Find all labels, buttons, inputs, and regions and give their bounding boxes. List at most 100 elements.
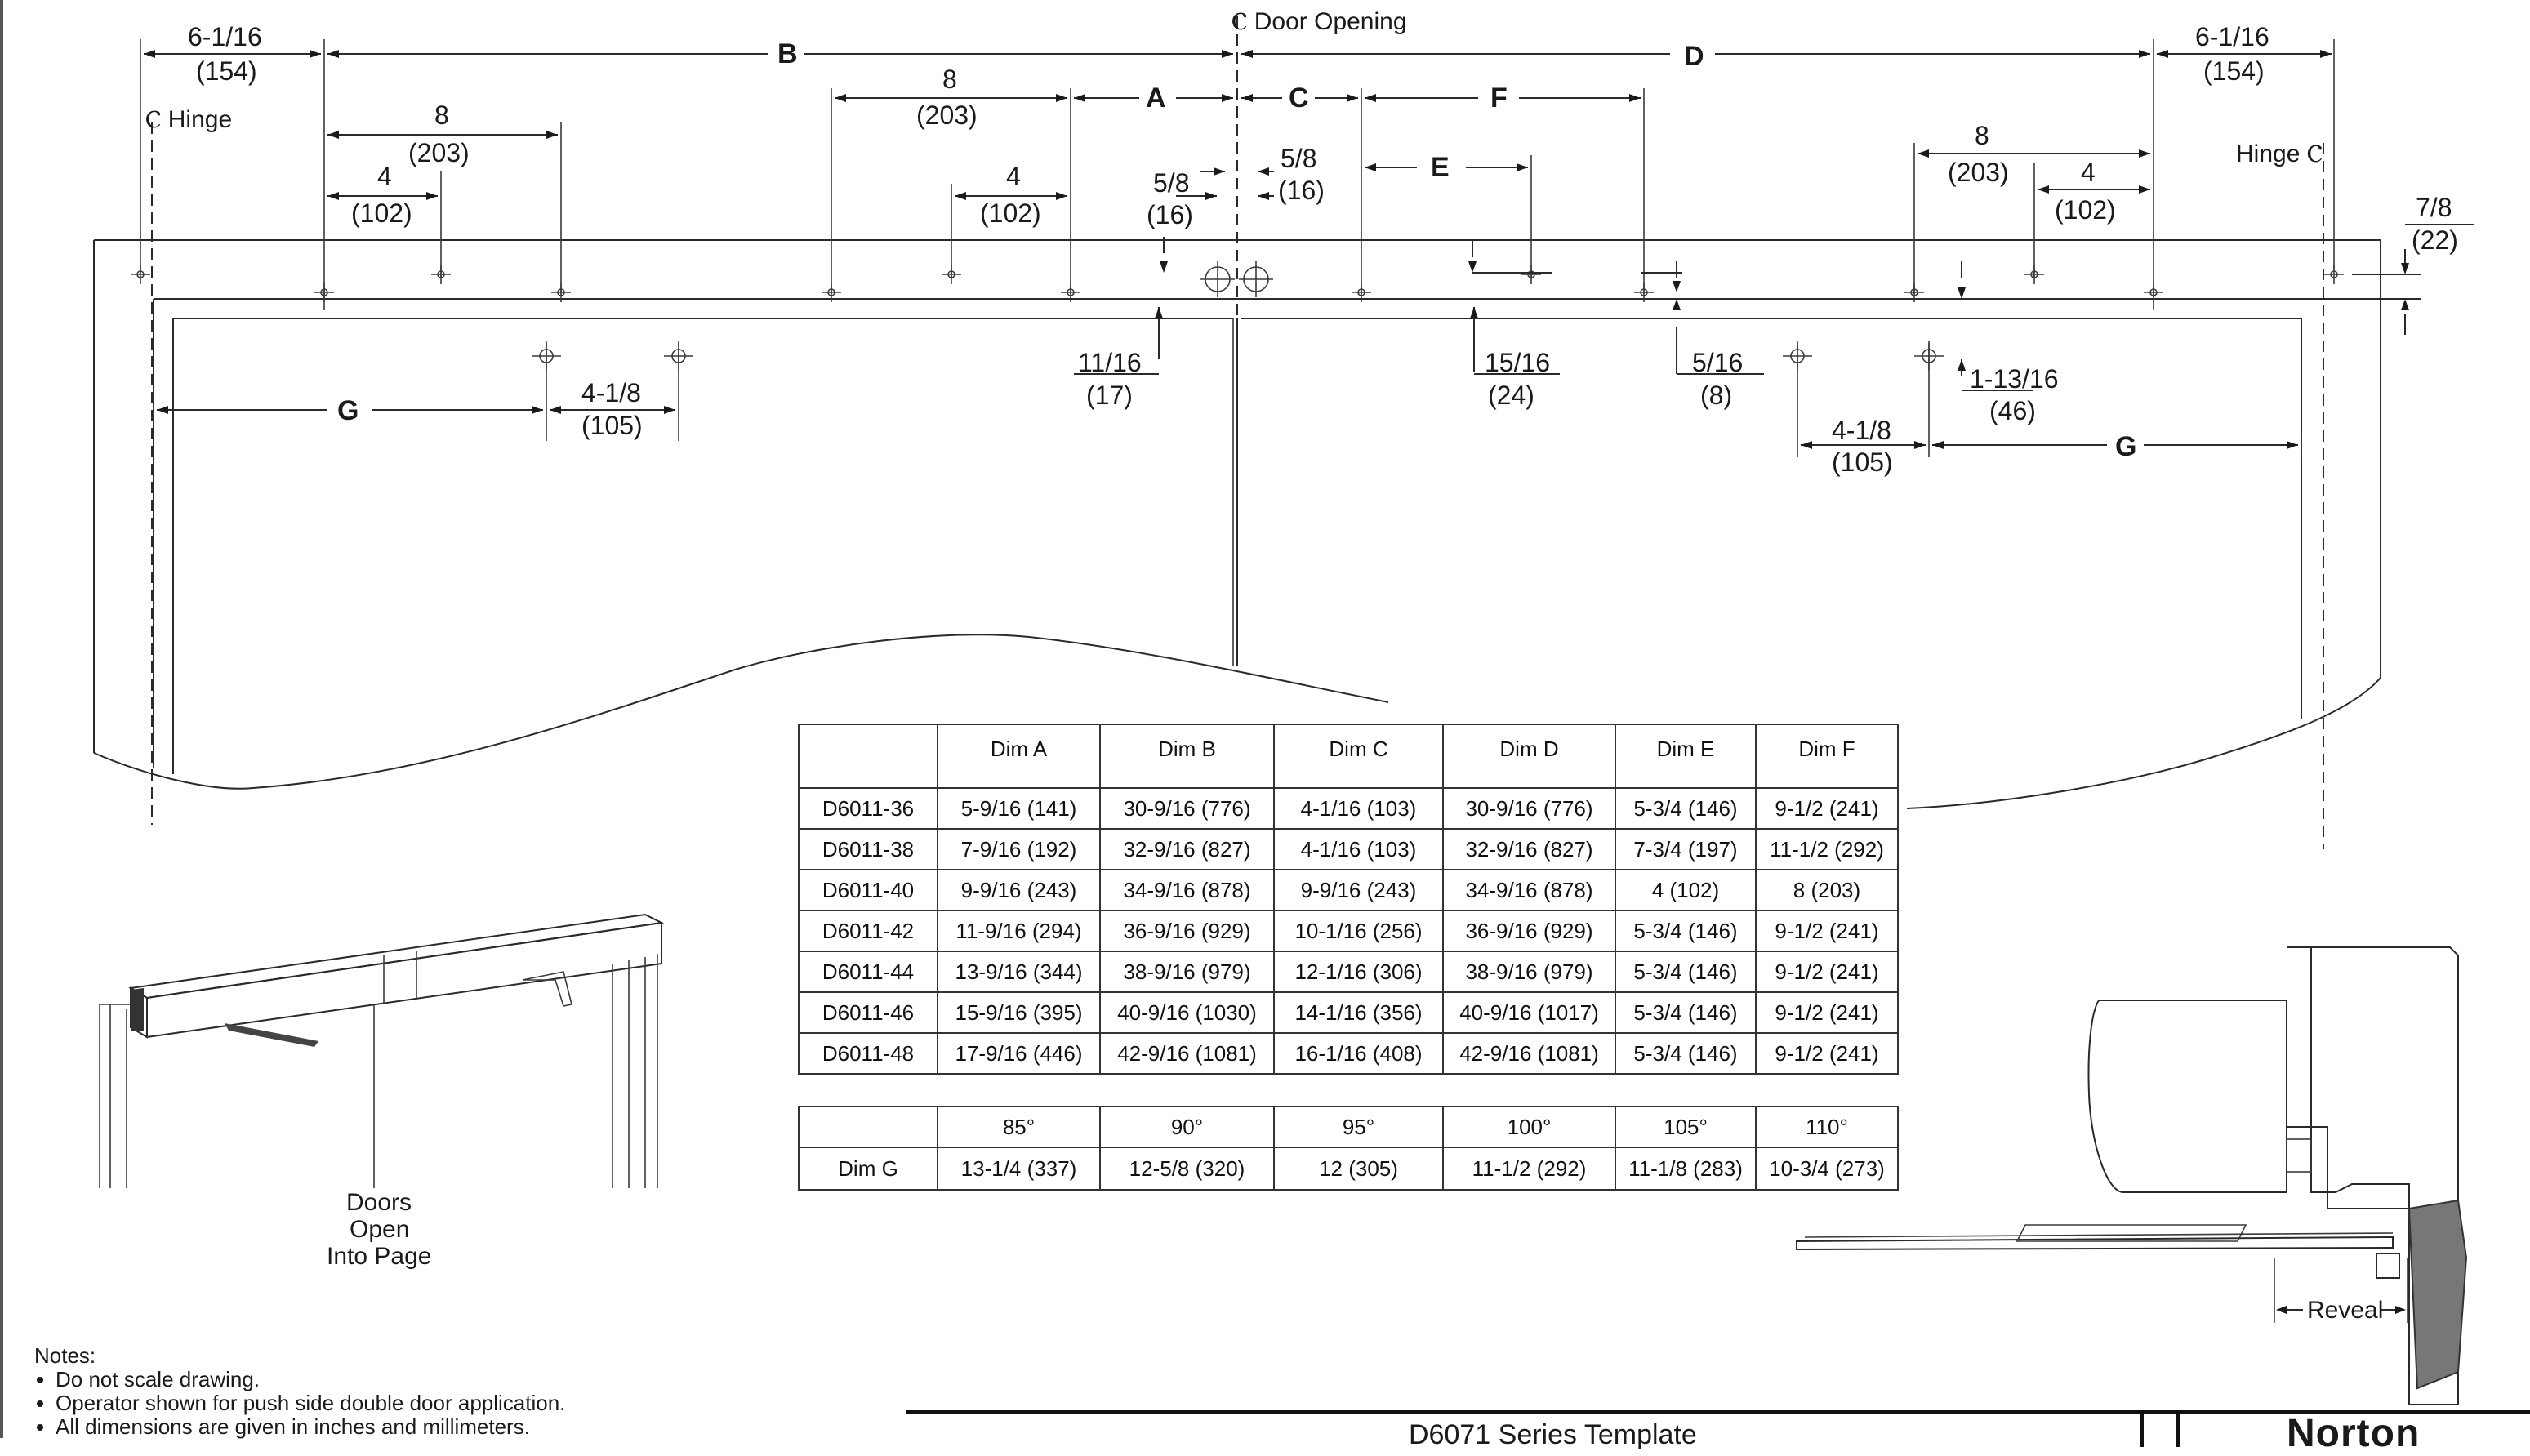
table-cell: D6011-48 bbox=[798, 1032, 938, 1075]
table-row: Dim G 13-1/4 (337) 12-5/8 (320) 12 (305)… bbox=[798, 1147, 1899, 1191]
table-cell: D6011-46 bbox=[798, 991, 938, 1034]
table-cell: 40-9/16 (1017) bbox=[1442, 991, 1616, 1034]
table-header-cell: Dim D bbox=[1442, 724, 1616, 789]
table-header-cell: 105° bbox=[1615, 1106, 1757, 1148]
table-cell: 9-9/16 (243) bbox=[937, 869, 1101, 911]
dim-letter-g-left: G bbox=[337, 395, 359, 426]
dim-letter-f: F bbox=[1490, 82, 1508, 114]
table-row: D6011-44 13-9/16 (344) 38-9/16 (979) 12-… bbox=[798, 951, 1899, 993]
table-row: D6011-40 9-9/16 (243) 34-9/16 (878) 9-9/… bbox=[798, 869, 1899, 911]
reveal-label: Reveal bbox=[2307, 1297, 2383, 1324]
table-cell: 5-3/4 (146) bbox=[1615, 910, 1757, 952]
table-cell: 10-3/4 (273) bbox=[1755, 1147, 1899, 1191]
doors-label-3: Into Page bbox=[327, 1243, 431, 1270]
dim-17: (17) bbox=[1086, 381, 1133, 410]
dim-l8: 8 bbox=[434, 100, 449, 130]
table-cell: 11-9/16 (294) bbox=[937, 910, 1101, 952]
dim-c5-8b: 5/8 bbox=[1281, 144, 1316, 173]
dim-right-154: (154) bbox=[2203, 56, 2265, 86]
dim-r4: 4 bbox=[2081, 158, 2096, 187]
table-cell: 12-5/8 (320) bbox=[1099, 1147, 1275, 1191]
extension-lines bbox=[140, 39, 2335, 457]
table-header-cell: 85° bbox=[937, 1106, 1101, 1148]
table-header-cell: 90° bbox=[1099, 1106, 1275, 1148]
table-header-cell: Dim A bbox=[937, 724, 1101, 789]
table-cell: 7-9/16 (192) bbox=[937, 828, 1101, 870]
table-cell: 32-9/16 (827) bbox=[1099, 828, 1275, 870]
dim-left-154: (154) bbox=[196, 56, 257, 86]
table-cell: 9-1/2 (241) bbox=[1755, 991, 1899, 1034]
dimension-table-header: Dim A Dim B Dim C Dim D Dim E Dim F bbox=[798, 724, 1899, 789]
dim-letter-e: E bbox=[1431, 152, 1450, 183]
table-header-cell: 100° bbox=[1442, 1106, 1616, 1148]
table-cell: 11-1/2 (292) bbox=[1755, 828, 1899, 870]
dimension-arrowheads bbox=[144, 50, 2409, 449]
doors-label-1: Doors bbox=[346, 1189, 412, 1216]
table-cell: 8 (203) bbox=[1755, 869, 1899, 911]
table-cell: D6011-38 bbox=[798, 828, 938, 870]
table-cell: 5-3/4 (146) bbox=[1615, 787, 1757, 830]
table-cell: 14-1/16 (356) bbox=[1273, 991, 1444, 1034]
table-cell: 11-1/2 (292) bbox=[1442, 1147, 1616, 1191]
table-header-cell: 95° bbox=[1273, 1106, 1444, 1148]
note-item: Do not scale drawing. bbox=[56, 1368, 565, 1391]
dim-letter-a: A bbox=[1146, 82, 1166, 114]
dim-m203: (203) bbox=[916, 100, 978, 130]
table-header-cell bbox=[798, 724, 938, 789]
table-cell: D6011-40 bbox=[798, 869, 938, 911]
table-cell: 9-1/2 (241) bbox=[1755, 910, 1899, 952]
table-header-row: 85° 90° 95° 100° 105° 110° bbox=[798, 1106, 1899, 1148]
brand-logo: Norton bbox=[2287, 1412, 2421, 1455]
table-cell: 15-9/16 (395) bbox=[937, 991, 1101, 1034]
dim-g-4-1-8-left: 4-1/8 bbox=[581, 378, 641, 407]
table-cell: 38-9/16 (979) bbox=[1442, 951, 1616, 993]
dim-8: (8) bbox=[1700, 381, 1732, 410]
title-divider bbox=[2140, 1414, 2144, 1447]
centerlines bbox=[151, 16, 2324, 849]
table-header-cell: Dim B bbox=[1099, 724, 1275, 789]
table-cell: 5-9/16 (141) bbox=[937, 787, 1101, 830]
dim-l4: 4 bbox=[377, 162, 392, 191]
operator-iso-sketch: Doors Open Into Page bbox=[99, 913, 665, 1270]
table-cell: 11-1/8 (283) bbox=[1615, 1147, 1757, 1191]
dim-left-6-1-16: 6-1/16 bbox=[188, 22, 262, 51]
table-cell: 7-3/4 (197) bbox=[1615, 828, 1757, 870]
table-cell: 32-9/16 (827) bbox=[1442, 828, 1616, 870]
dim-g-105-left: (105) bbox=[581, 411, 643, 440]
dim-7-8: 7/8 bbox=[2416, 193, 2452, 222]
dim-m102: (102) bbox=[980, 198, 1041, 228]
table-header-cell bbox=[798, 1106, 938, 1148]
dim-right-6-1-16: 6-1/16 bbox=[2195, 22, 2269, 51]
dim-g-angle-table: 85° 90° 95° 100° 105° 110° Dim G 13-1/4 … bbox=[798, 1106, 1899, 1191]
table-cell: D6011-42 bbox=[798, 910, 938, 952]
dim-5-16: 5/16 bbox=[1692, 348, 1743, 377]
table-cell: 13-9/16 (344) bbox=[937, 951, 1101, 993]
table-cell: 10-1/16 (256) bbox=[1273, 910, 1444, 952]
table-cell: 30-9/16 (776) bbox=[1442, 787, 1616, 830]
dim-c16b: (16) bbox=[1278, 176, 1325, 205]
dimension-table: Dim A Dim B Dim C Dim D Dim E Dim F D601… bbox=[798, 724, 1899, 1075]
table-cell: 9-1/2 (241) bbox=[1755, 1032, 1899, 1075]
table-cell: 34-9/16 (878) bbox=[1099, 869, 1275, 911]
dim-letter-d: D bbox=[1684, 41, 1704, 72]
table-cell: 12-1/16 (306) bbox=[1273, 951, 1444, 993]
drawing-title: D6071 Series Template bbox=[1409, 1419, 1697, 1450]
table-cell: 5-3/4 (146) bbox=[1615, 951, 1757, 993]
table-header-cell: Dim C bbox=[1273, 724, 1444, 789]
table-cell: Dim G bbox=[798, 1147, 938, 1191]
table-cell: 42-9/16 (1081) bbox=[1099, 1032, 1275, 1075]
table-cell: 42-9/16 (1081) bbox=[1442, 1032, 1616, 1075]
table-cell: 9-9/16 (243) bbox=[1273, 869, 1444, 911]
table-cell: 13-1/4 (337) bbox=[937, 1147, 1101, 1191]
dim-g-105-right: (105) bbox=[1832, 447, 1893, 477]
dim-g-4-1-8-right: 4-1/8 bbox=[1832, 416, 1891, 445]
table-cell: 5-3/4 (146) bbox=[1615, 991, 1757, 1034]
dim-m8: 8 bbox=[942, 65, 957, 94]
table-row: D6011-36 5-9/16 (141) 30-9/16 (776) 4-1/… bbox=[798, 787, 1899, 830]
table-cell: 36-9/16 (929) bbox=[1442, 910, 1616, 952]
table-row: D6011-46 15-9/16 (395) 40-9/16 (1030) 14… bbox=[798, 991, 1899, 1034]
table-row: D6011-38 7-9/16 (192) 32-9/16 (827) 4-1/… bbox=[798, 828, 1899, 870]
title-divider bbox=[2176, 1414, 2180, 1447]
dim-r8: 8 bbox=[1975, 121, 1989, 150]
